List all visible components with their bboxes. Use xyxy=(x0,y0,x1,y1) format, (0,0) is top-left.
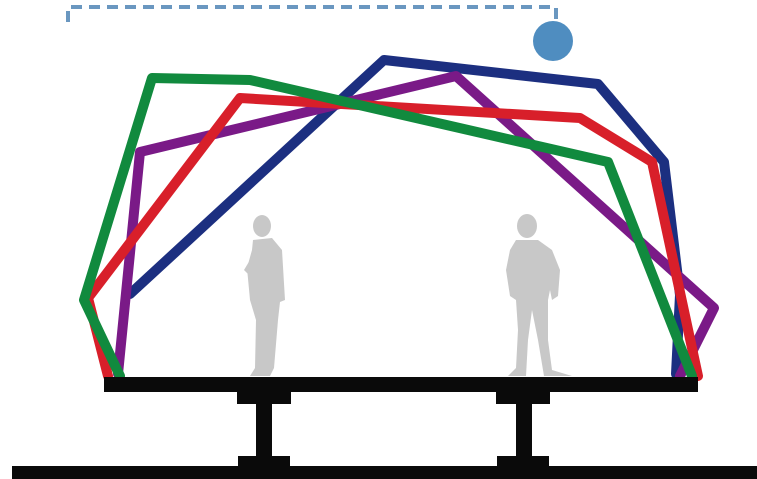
pier-cap-left xyxy=(237,392,291,404)
dashed-guide-line xyxy=(66,5,558,22)
human-silhouette-right xyxy=(506,214,572,376)
pier-base-right xyxy=(497,456,549,466)
human-silhouette-left xyxy=(244,215,285,376)
position-dot-icon xyxy=(533,21,573,61)
pier-base-left xyxy=(238,456,290,466)
purple-frame xyxy=(113,71,719,381)
platform-deck xyxy=(104,377,698,392)
ground-line xyxy=(12,466,757,479)
support-structure xyxy=(12,377,757,479)
pier-cap-right xyxy=(496,392,550,404)
pier-right xyxy=(516,404,532,456)
pier-left xyxy=(256,404,272,456)
frame-configurations xyxy=(79,55,719,381)
green-frame xyxy=(79,73,697,381)
